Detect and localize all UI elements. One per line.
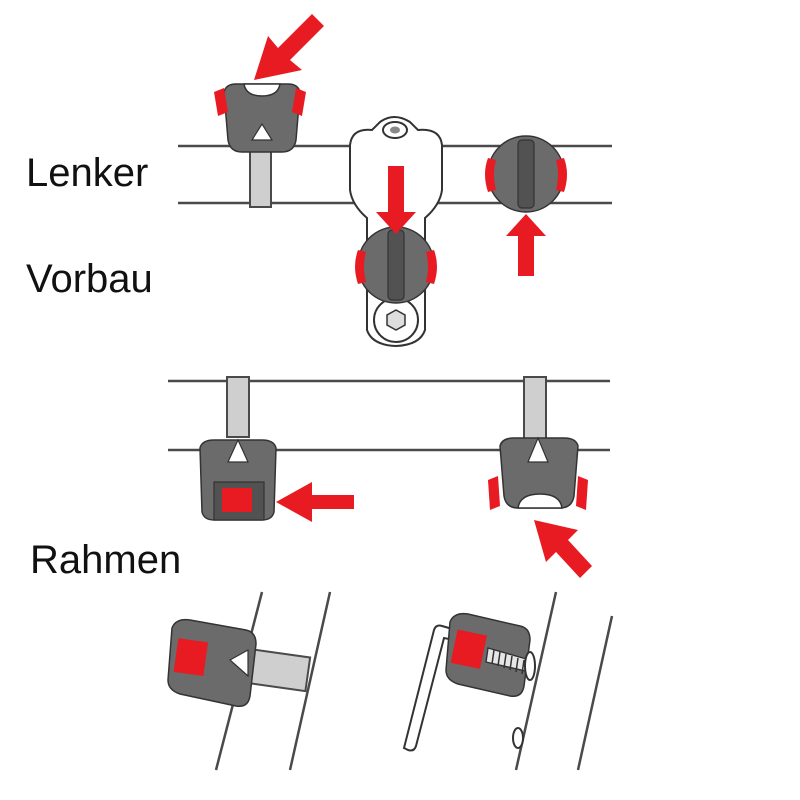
arrow-icon: [254, 14, 324, 80]
arrow-icon: [376, 166, 416, 234]
frame-mount-right: [488, 376, 588, 510]
red-clip-icon: [426, 250, 437, 284]
red-clip-icon: [214, 88, 228, 116]
frame-mount-bottom-right: [402, 612, 536, 752]
arrow-icon: [506, 214, 546, 276]
label-frame: Rahmen: [30, 538, 182, 582]
stem-mount: [355, 226, 437, 304]
red-release-button-icon: [222, 488, 252, 512]
frame-mount-bottom-left: [167, 618, 312, 708]
frame-screw-hole-icon: [512, 727, 524, 749]
strap-icon: [226, 376, 250, 438]
red-clip-icon: [488, 476, 500, 510]
red-release-button-icon: [173, 638, 209, 677]
red-clip-icon: [485, 158, 496, 192]
label-stem: Vorbau: [26, 257, 153, 301]
red-clip-icon: [556, 158, 567, 192]
frame-tube-angled-right: [514, 591, 614, 771]
red-clip-icon: [355, 250, 366, 284]
strap-icon: [523, 376, 547, 440]
handlebar-mount-left: [214, 83, 306, 208]
label-handlebar: Lenker: [26, 151, 149, 195]
handlebar-mount-right: [485, 135, 567, 213]
red-clip-icon: [576, 476, 588, 510]
arrow-icon: [276, 482, 354, 522]
arrow-icon: [534, 520, 592, 578]
frame-mount-left: [199, 376, 277, 521]
red-release-button-icon: [450, 629, 487, 669]
red-clip-icon: [292, 88, 306, 116]
